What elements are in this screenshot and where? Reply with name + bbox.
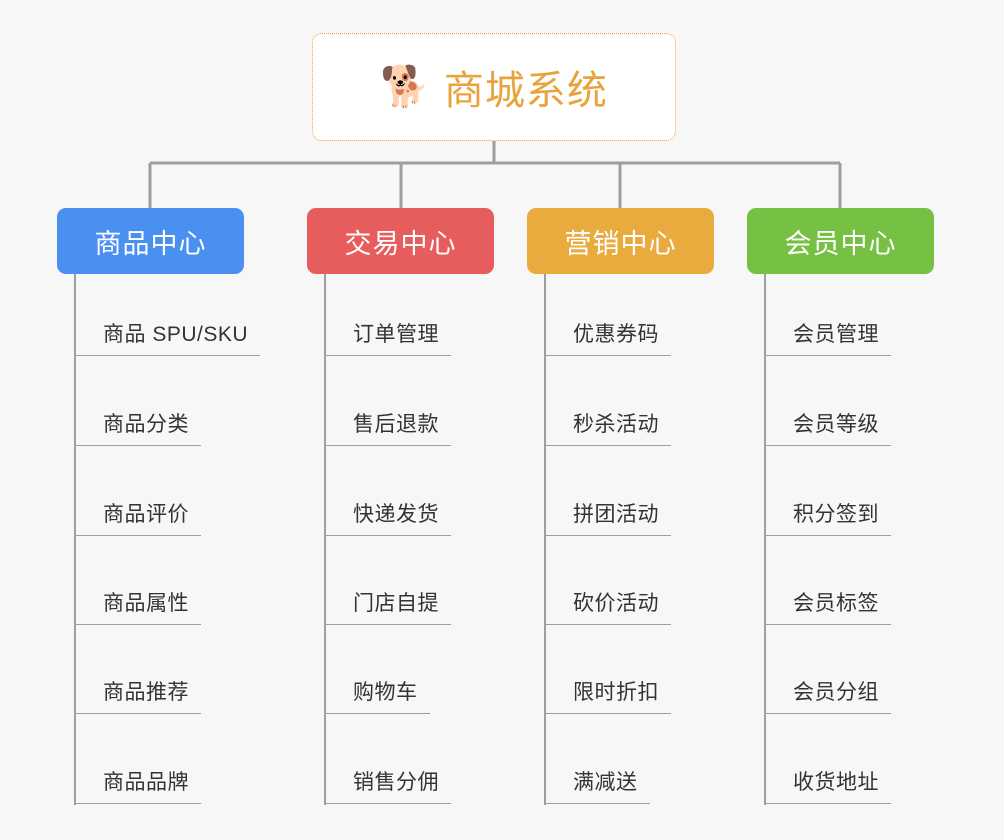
leaf-item-underline — [545, 355, 671, 356]
leaf-item-label: 商品推荐 — [103, 681, 189, 704]
leaf-stem — [764, 274, 766, 805]
leaf-item-label: 商品属性 — [103, 592, 189, 615]
leaf-item-label: 优惠券码 — [573, 323, 659, 346]
root-node[interactable]: 🐕 商城系统 — [312, 33, 676, 141]
category-box-member-center[interactable]: 会员中心 — [747, 208, 934, 274]
leaf-item-underline — [75, 535, 201, 536]
category-label: 商品中心 — [94, 228, 207, 259]
leaf-item-label: 限时折扣 — [573, 681, 659, 704]
leaf-item-underline — [545, 803, 650, 804]
leaf-item-label: 积分签到 — [793, 503, 879, 526]
leaf-item-label: 快递发货 — [353, 503, 439, 526]
shiba-dog-face-icon: 🐕 — [380, 65, 430, 109]
leaf-item-label: 销售分佣 — [353, 771, 439, 794]
leaf-item-label: 会员标签 — [793, 592, 879, 615]
leaf-item-underline — [765, 624, 891, 625]
category-label: 会员中心 — [784, 228, 897, 259]
leaf-stem — [544, 274, 546, 805]
leaf-item-underline — [75, 624, 201, 625]
leaf-item-underline — [765, 355, 891, 356]
leaf-item-label: 购物车 — [353, 681, 418, 704]
leaf-item-label: 收货地址 — [793, 771, 879, 794]
leaf-item-underline — [545, 445, 671, 446]
leaf-item-underline — [75, 713, 201, 714]
leaf-stem — [74, 274, 76, 805]
leaf-item-label: 商品品牌 — [103, 771, 189, 794]
category-box-trade-center[interactable]: 交易中心 — [307, 208, 494, 274]
root-title: 商城系统 — [443, 69, 608, 113]
category-label: 交易中心 — [344, 228, 457, 259]
leaf-item-label: 订单管理 — [353, 323, 439, 346]
leaf-item-label: 会员等级 — [793, 413, 879, 436]
category-label: 营销中心 — [564, 228, 677, 259]
leaf-item-label: 秒杀活动 — [573, 413, 659, 436]
leaf-item-label: 会员分组 — [793, 681, 879, 704]
leaf-item-underline — [545, 535, 671, 536]
leaf-item-label: 拼团活动 — [573, 503, 659, 526]
category-box-product-center[interactable]: 商品中心 — [57, 208, 244, 274]
leaf-item-underline — [75, 445, 201, 446]
leaf-item-underline — [325, 803, 451, 804]
leaf-stem — [324, 274, 326, 805]
leaf-item-underline — [765, 803, 891, 804]
leaf-item-label: 砍价活动 — [573, 592, 659, 615]
leaf-item-underline — [545, 624, 671, 625]
leaf-item-underline — [765, 445, 891, 446]
leaf-item-label: 满减送 — [573, 771, 638, 794]
leaf-item-label: 会员管理 — [793, 323, 879, 346]
leaf-item-underline — [325, 445, 451, 446]
leaf-item-underline — [325, 535, 451, 536]
leaf-item-label: 商品分类 — [103, 413, 189, 436]
leaf-item-underline — [75, 803, 201, 804]
leaf-item-underline — [765, 535, 891, 536]
category-box-marketing-center[interactable]: 营销中心 — [527, 208, 714, 274]
leaf-item-label: 商品 SPU/SKU — [103, 323, 249, 346]
leaf-item-underline — [545, 713, 671, 714]
leaf-item-underline — [325, 355, 451, 356]
leaf-item-underline — [325, 713, 430, 714]
leaf-item-underline — [75, 355, 260, 356]
leaf-item-label: 商品评价 — [103, 503, 189, 526]
leaf-item-label: 售后退款 — [353, 413, 439, 436]
leaf-item-underline — [765, 713, 891, 714]
leaf-item-underline — [325, 624, 451, 625]
leaf-item-label: 门店自提 — [353, 592, 439, 615]
